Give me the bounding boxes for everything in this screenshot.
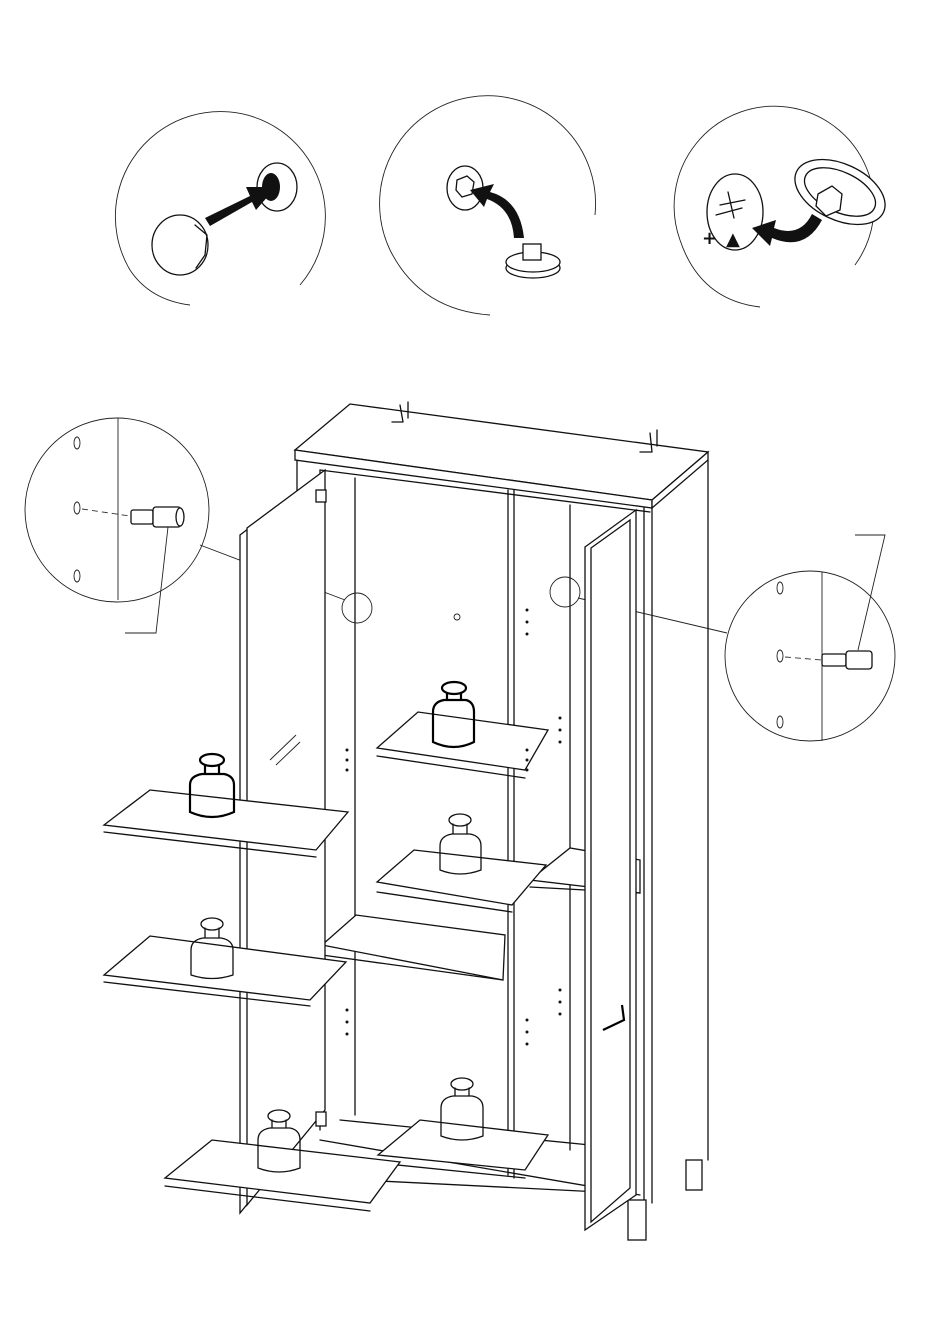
step-cam-tighten: + ▲ [674,106,895,307]
shelf-center-middle [377,850,546,905]
direction-arrow: ▲ [726,229,740,250]
shelf-center-upper [377,712,548,770]
shelf-support-pin-icon [822,651,872,669]
shelf-center-bottom [378,1120,548,1170]
cover-cap-insert-icon [152,163,297,275]
step-cap-insert [115,112,325,305]
cam-lock-insert-icon [447,166,560,278]
shelf-support-pin-icon [131,507,184,527]
plus-symbol: + [702,228,717,249]
step-cam-insert [380,96,596,315]
cam-lock-tighten-icon: + ▲ [702,146,895,250]
